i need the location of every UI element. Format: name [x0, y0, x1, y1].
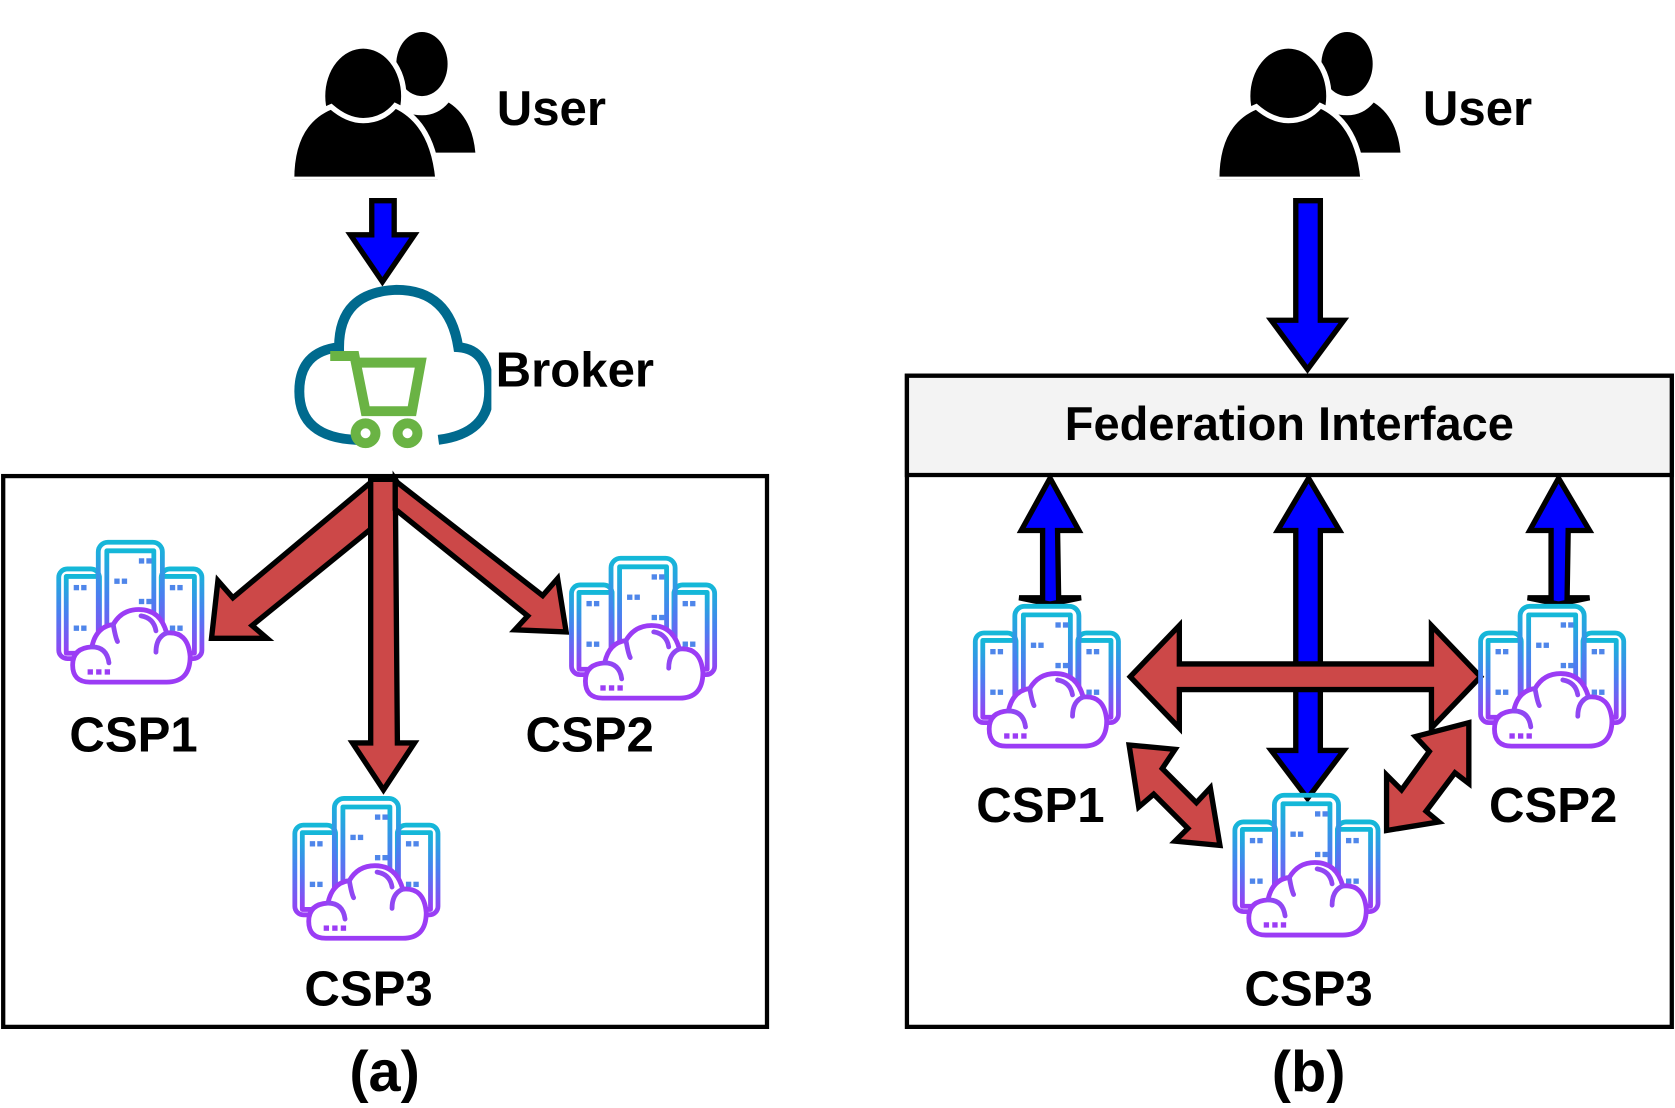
users-icon	[1217, 32, 1401, 179]
peer-arrow-csp1-csp3	[1125, 742, 1224, 849]
cloud-cart-icon	[299, 290, 489, 443]
csp3-label: CSP3	[304, 963, 432, 1017]
csp3-label: CSP3	[1244, 963, 1372, 1017]
csp1-label: CSP1	[976, 779, 1104, 833]
panel-b: Federation Interface User CSP1 CSP2 CSP3…	[904, 32, 1674, 1104]
distribution-arrow-csp3	[347, 476, 420, 795]
request-arrow	[1265, 198, 1350, 374]
csp2-label: CSP2	[525, 708, 653, 762]
panel-caption: (b)	[1272, 1040, 1346, 1104]
panel-caption: (a)	[349, 1040, 419, 1104]
csp1-label: CSP1	[69, 708, 197, 762]
bidirectional-arrow-csp3	[1265, 472, 1350, 803]
federation-interface-bar	[904, 373, 1674, 478]
request-arrow	[345, 198, 420, 287]
federation-interface-label: Federation Interface	[1065, 397, 1514, 450]
broker-label: Broker	[496, 343, 654, 397]
peer-arrow-csp2-csp3	[1383, 719, 1472, 834]
distribution-arrow-csp2	[392, 470, 570, 635]
users-icon	[292, 32, 476, 179]
user-label: User	[1423, 82, 1532, 136]
user-label: User	[497, 82, 606, 136]
panel-a: User Broker CSP1 CSP2 CSP3 (a)	[1, 32, 770, 1104]
csp2-label: CSP2	[1489, 779, 1617, 833]
